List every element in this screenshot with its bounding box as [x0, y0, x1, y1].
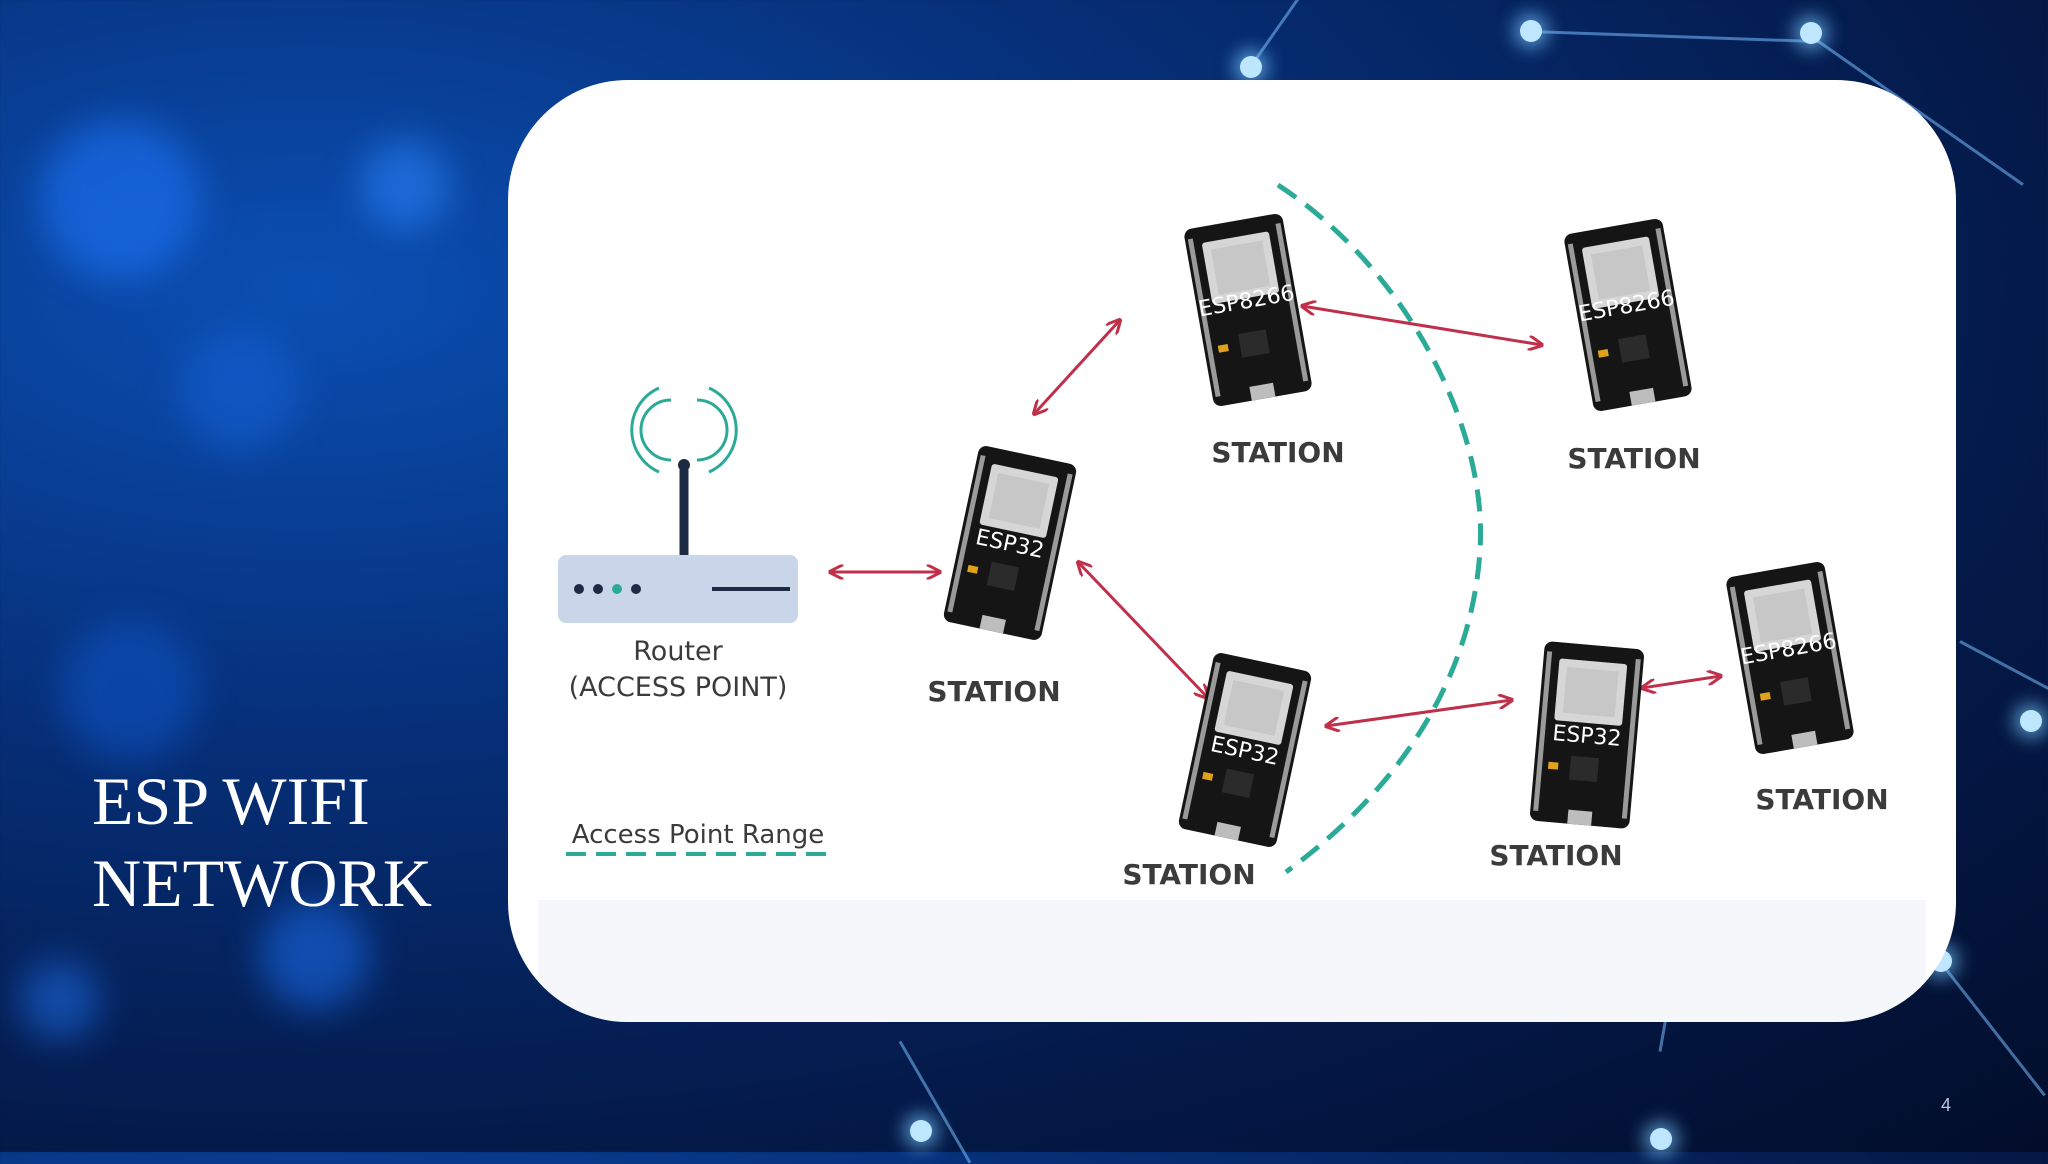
- arrow-esp32-esp8266-right: [1642, 676, 1721, 688]
- station-label: STATION: [927, 675, 1060, 708]
- station-label: STATION: [1489, 839, 1622, 872]
- slide-title: ESP WIFI NETWORK: [92, 760, 512, 924]
- router-label: Router: [633, 636, 723, 667]
- station-label: STATION: [1755, 783, 1888, 816]
- connection-arrows: [830, 306, 1721, 726]
- esp32-board-bottom: ESP32: [1177, 651, 1313, 849]
- diagram-card: Router (ACCESS POINT) ESP8266 ESP8266 ES…: [508, 80, 1956, 1022]
- legend-label: Access Point Range: [572, 820, 825, 850]
- esp32-board-center: ESP32: [942, 444, 1078, 642]
- arrow-esp32-esp32-bottom: [1078, 562, 1208, 698]
- router-icon: [558, 386, 798, 623]
- page-number: 4: [1940, 1095, 1951, 1115]
- arrow-esp8266-pair: [1302, 306, 1542, 345]
- station-label: STATION: [1122, 858, 1255, 891]
- router-sublabel: (ACCESS POINT): [569, 672, 788, 703]
- access-point-range-arc: [1276, 182, 1484, 875]
- esp32-board-bottom-right: ESP32: [1529, 640, 1645, 830]
- svg-text:ESP32: ESP32: [1551, 721, 1622, 752]
- esp-network-diagram: Router (ACCESS POINT) ESP8266 ESP8266 ES…: [538, 182, 1926, 1022]
- reflection-band: [538, 900, 1926, 1022]
- esp8266-board-top: ESP8266: [1183, 212, 1313, 408]
- title-line-2: NETWORK: [92, 845, 432, 921]
- esp8266-board-right: ESP8266: [1725, 560, 1855, 756]
- title-line-1: ESP WIFI: [92, 763, 370, 839]
- arrow-esp32-esp8266-top: [1034, 320, 1120, 414]
- station-label: STATION: [1567, 442, 1700, 475]
- esp8266-board-top-right: ESP8266: [1563, 217, 1693, 413]
- station-label: STATION: [1211, 436, 1344, 469]
- arrow-esp32-pair-bottom: [1326, 700, 1512, 726]
